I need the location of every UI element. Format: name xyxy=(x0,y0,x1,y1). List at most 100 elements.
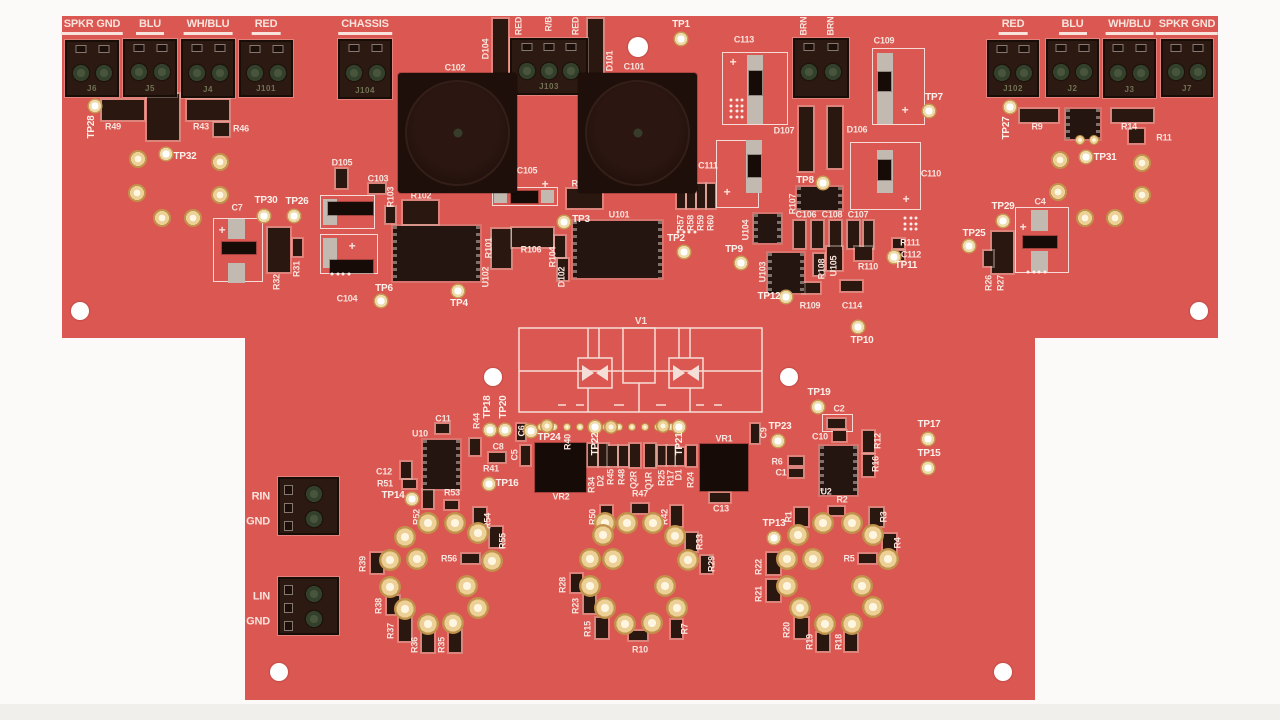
capacitor-outline xyxy=(492,187,558,206)
component-body xyxy=(795,618,808,638)
solder-pad xyxy=(456,575,478,597)
silkscreen-label: R20 xyxy=(781,622,792,638)
via-dot xyxy=(740,109,744,113)
test-point xyxy=(286,208,302,224)
component-body xyxy=(667,446,675,465)
component-body xyxy=(799,107,813,171)
solder-pad xyxy=(667,423,675,431)
test-point xyxy=(1078,149,1094,165)
via-dot xyxy=(909,227,912,231)
exposed-pad xyxy=(1031,210,1048,231)
component-body xyxy=(848,221,859,248)
solder-pad xyxy=(641,423,649,431)
silkscreen-label: C106 xyxy=(795,209,817,220)
terminal-block-j4: J4 xyxy=(181,39,235,98)
connector-label: BLU xyxy=(1058,18,1087,35)
component-body xyxy=(584,595,595,613)
silkscreen-label: R10 xyxy=(632,644,648,655)
polarity-mark: + xyxy=(729,55,737,69)
component-body xyxy=(1112,109,1153,122)
silkscreen-label: R38 xyxy=(373,598,384,614)
silkscreen-label: R32 xyxy=(271,274,282,290)
via-dot xyxy=(330,272,334,276)
tube-socket-outline-v1: V1 xyxy=(518,316,763,413)
background-strip xyxy=(0,704,1280,720)
silkscreen-label: C12 xyxy=(376,466,392,477)
component-body-dark xyxy=(330,260,373,273)
silkscreen-label: R106 xyxy=(520,244,542,255)
component-body xyxy=(293,239,302,256)
silkscreen-label: R108 xyxy=(816,258,827,280)
silkscreen-label: R56 xyxy=(441,553,457,564)
component-body xyxy=(567,189,602,208)
silkscreen-label: C111 xyxy=(698,160,718,171)
solder-pad xyxy=(1051,151,1069,169)
component-body xyxy=(870,508,883,526)
silkscreen-label: C10 xyxy=(812,431,828,442)
test-point xyxy=(921,103,937,119)
mounting-hole xyxy=(628,37,648,57)
component-body xyxy=(422,631,434,652)
capacitor-outline xyxy=(722,52,788,125)
silkscreen-label: C1 xyxy=(775,467,787,478)
via-dot xyxy=(687,230,691,234)
component-body-dark xyxy=(700,444,748,491)
test-point-label: TP32 xyxy=(173,151,197,162)
via-dot xyxy=(740,98,744,102)
solder-pad xyxy=(641,612,663,634)
component-body xyxy=(893,239,904,248)
component-body xyxy=(845,633,857,651)
component-body xyxy=(512,228,553,247)
component-body xyxy=(629,631,647,640)
exposed-pad xyxy=(228,219,245,239)
via-dot xyxy=(729,115,733,118)
test-point-label: TP8 xyxy=(796,175,814,186)
test-point-label: TP10 xyxy=(850,335,874,346)
test-point-label: TP14 xyxy=(381,490,405,501)
silkscreen-label: C2 xyxy=(833,403,845,414)
test-point xyxy=(778,289,794,305)
solder-pad xyxy=(851,575,873,597)
component-body xyxy=(855,247,872,260)
silkscreen-label: R104 xyxy=(547,246,558,268)
silkscreen-label: C103 xyxy=(367,173,389,184)
silkscreen-label: C4 xyxy=(1034,196,1046,207)
silkscreen-label: C5 xyxy=(509,449,520,461)
via-dot xyxy=(1026,270,1030,274)
component-body xyxy=(864,221,873,248)
silkscreen-label: R1 xyxy=(783,511,794,523)
via-dot xyxy=(336,272,339,276)
component-body xyxy=(863,455,874,476)
solder-pad xyxy=(1133,154,1151,172)
component-body xyxy=(658,446,666,465)
solder-pad xyxy=(594,597,616,619)
via-dot xyxy=(1037,270,1041,274)
component-body xyxy=(187,100,229,120)
solder-pad xyxy=(787,524,809,546)
component-body xyxy=(517,424,525,440)
solder-pad xyxy=(379,576,401,598)
component-body-dark xyxy=(535,443,586,492)
solder-pad xyxy=(1075,135,1085,145)
electrolytic-cap-c102 xyxy=(398,73,517,193)
solder-pad xyxy=(592,524,614,546)
connector-label: RED xyxy=(998,18,1028,35)
solder-pad xyxy=(677,549,699,571)
component-body xyxy=(828,419,845,428)
test-point xyxy=(810,399,826,415)
test-point xyxy=(87,98,103,114)
silkscreen-label: R49 xyxy=(105,121,121,132)
cap-vent-dot xyxy=(633,128,642,138)
terminal-block-j2: J2 xyxy=(1046,39,1099,97)
silkscreen-label: BRN xyxy=(798,16,809,36)
silkscreen-label: R101 xyxy=(483,237,494,259)
solder-pad xyxy=(862,596,884,618)
exposed-pad xyxy=(494,190,507,203)
test-point xyxy=(815,175,831,191)
silkscreen-label: C104 xyxy=(336,293,358,304)
terminal-block-lin-gnd xyxy=(278,577,339,635)
via-dot xyxy=(729,98,733,102)
silkscreen-label: C102 xyxy=(444,62,466,73)
